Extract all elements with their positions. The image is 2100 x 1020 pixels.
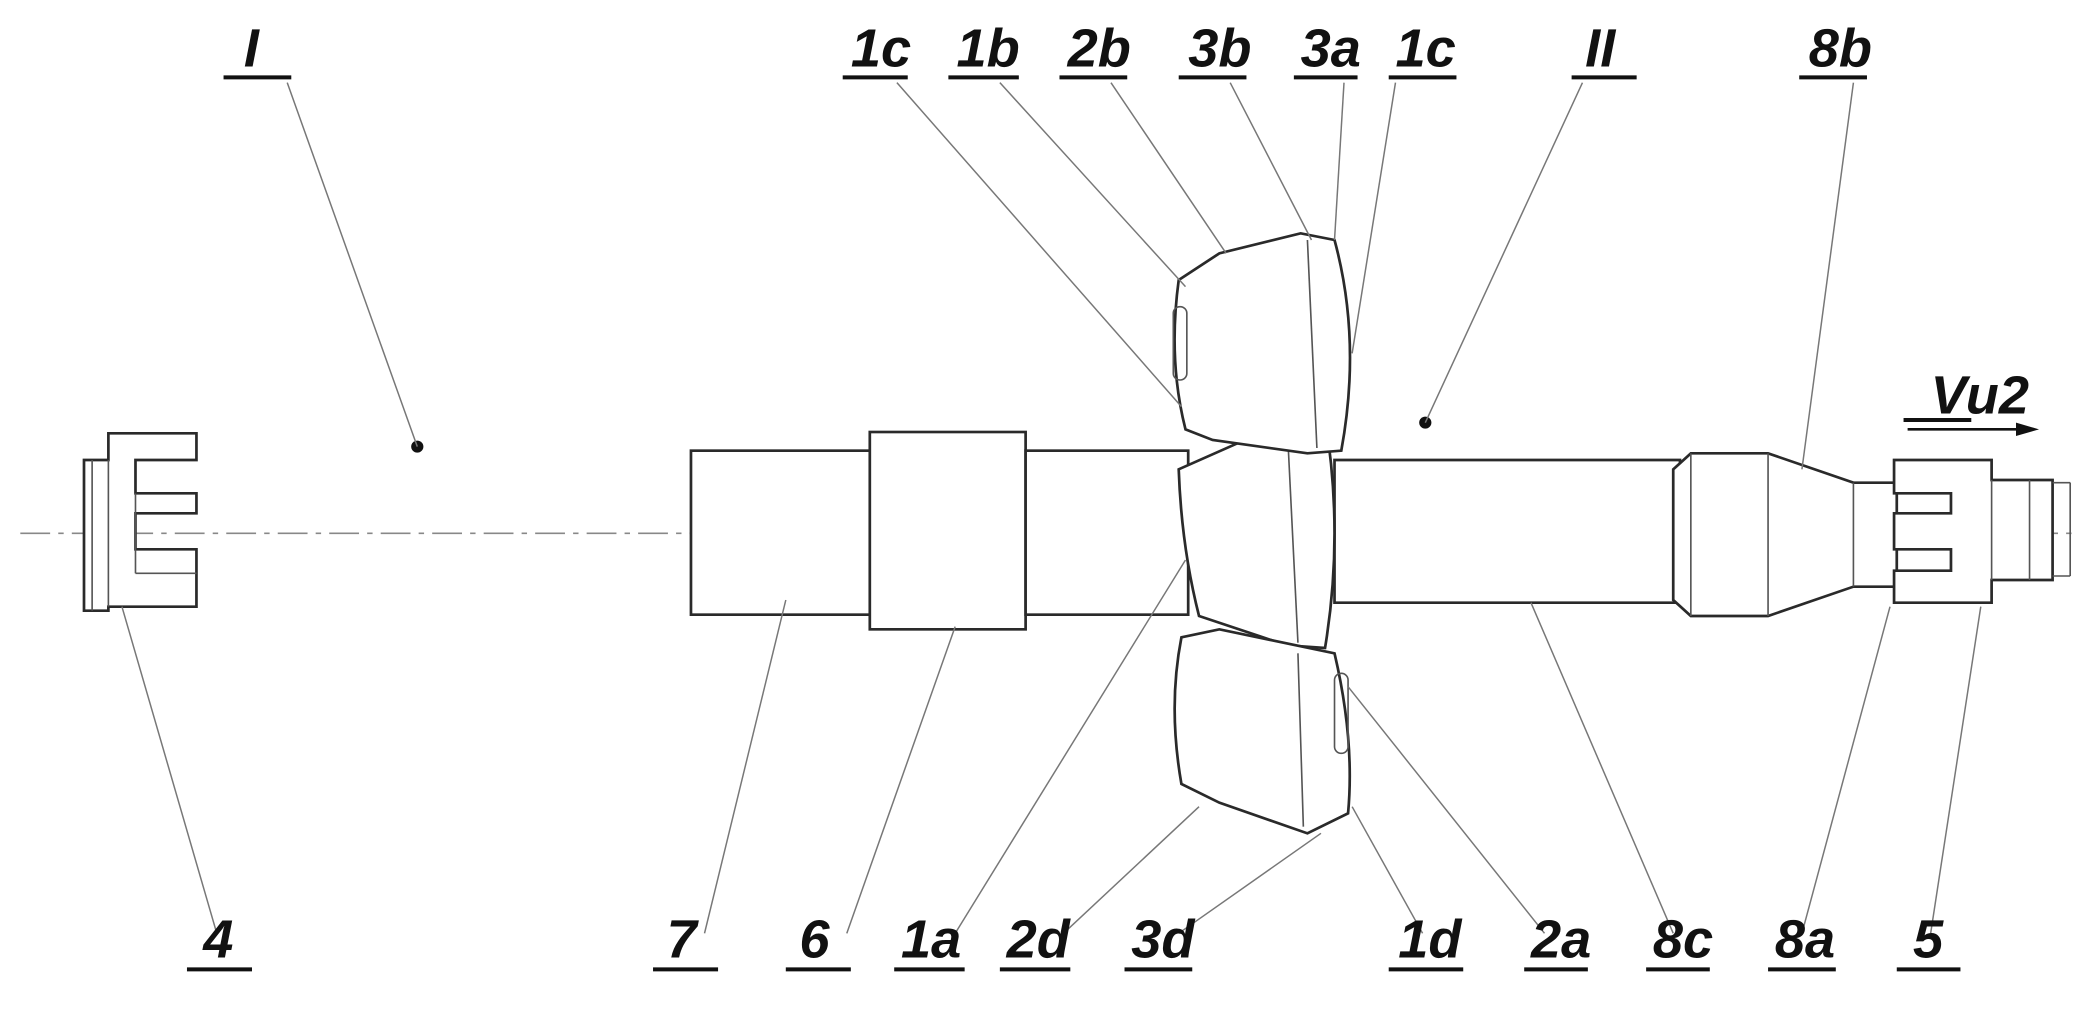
label-II: II: [1585, 19, 1616, 79]
label-2a: 2a: [1530, 910, 1591, 970]
label-1b: 1b: [957, 19, 1020, 79]
part-3-upper-cone: [1172, 231, 1352, 455]
label-5: 5: [1913, 910, 1944, 970]
label-6: 6: [799, 910, 830, 970]
label-4: 4: [202, 910, 233, 970]
leader-lines: [121, 82, 1982, 934]
label-I: I: [244, 19, 260, 79]
label-8b: 8b: [1809, 19, 1872, 79]
label-1c-right: 1c: [1395, 19, 1455, 79]
label-underlines: [186, 75, 1972, 972]
label-2b: 2b: [1067, 19, 1131, 79]
label-2d: 2d: [1006, 910, 1071, 970]
part-2a-shaft: [1333, 458, 1682, 604]
label-1c-left: 1c: [851, 19, 911, 79]
label-3d: 3d: [1131, 910, 1195, 970]
label-7: 7: [667, 910, 699, 970]
part-3-lower-cone: [1173, 627, 1352, 835]
part-6-sleeve: [868, 430, 1027, 631]
rod-segment: [1024, 449, 1190, 616]
part-1a-center-cone: [1177, 417, 1336, 650]
part-8-tapered-body: [1671, 452, 1899, 618]
part-4-end-cap: [82, 432, 198, 612]
label-3b: 3b: [1188, 19, 1251, 79]
label-3a: 3a: [1301, 19, 1361, 79]
label-8c: 8c: [1653, 910, 1713, 970]
direction-arrow-vu2: [1907, 422, 2040, 436]
label-vu2: Vu2: [1931, 366, 2029, 426]
label-1a: 1a: [901, 910, 961, 970]
part-5-end-cap: [1892, 458, 2072, 604]
label-1d: 1d: [1398, 910, 1462, 970]
labels: I 1c 1b 2b 3b 3a 1c II 8b Vu2 4 7 6 1a 2…: [202, 19, 2029, 969]
part-7-rod: [689, 449, 876, 616]
label-8a: 8a: [1775, 910, 1835, 970]
